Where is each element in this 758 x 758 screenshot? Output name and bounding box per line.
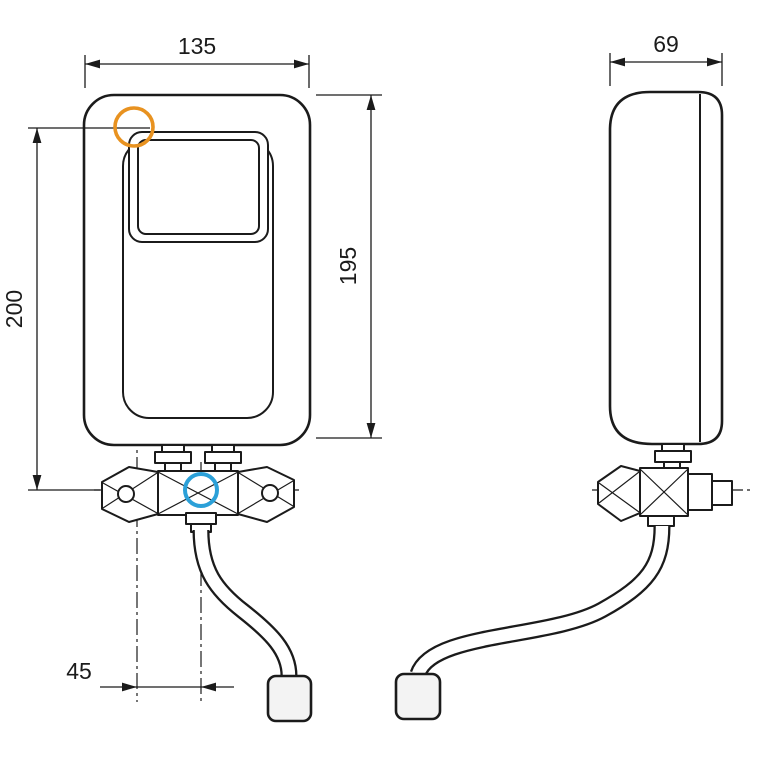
arrowhead-bottom — [366, 423, 376, 438]
dim-front-width: 135 — [84, 33, 310, 88]
dim-overall-height: 200 — [1, 127, 150, 491]
side-spout — [394, 525, 671, 721]
spout-aerator-cap — [394, 672, 442, 721]
spout-nut — [647, 515, 675, 527]
valve-wing-edge — [597, 465, 641, 522]
front-fittings — [154, 444, 242, 473]
spout-pipe-fill — [194, 529, 296, 677]
facet-line — [598, 471, 640, 504]
fitting-nut — [154, 451, 192, 464]
front-window-outer — [128, 131, 269, 243]
front-valve-bracket — [101, 466, 295, 533]
fitting-nut — [204, 451, 242, 464]
wall-connector-end — [711, 480, 733, 506]
dim-label-spout-offset: 45 — [66, 658, 92, 684]
side-fitting — [654, 443, 692, 471]
highlight-circle-orange — [113, 106, 155, 148]
highlight-circle-blue — [183, 472, 219, 508]
dim-side-depth: 69 — [609, 31, 723, 86]
front-spout — [192, 529, 313, 723]
spout-pipe-fill — [412, 525, 669, 677]
facet-line — [639, 468, 689, 516]
facet-line — [598, 482, 640, 513]
front-view — [82, 93, 313, 723]
arrowhead-right — [294, 59, 309, 69]
mount-hole-left — [117, 485, 135, 503]
facet-line — [157, 471, 239, 515]
arrowhead-bottom — [32, 475, 42, 490]
side-view — [394, 90, 733, 721]
dim-label-body-height: 195 — [335, 247, 361, 285]
arrowhead-left — [85, 59, 100, 69]
arrowhead-top — [366, 95, 376, 110]
arrowhead-right — [707, 57, 722, 67]
arrowhead-left — [610, 57, 625, 67]
side-body-outline — [608, 90, 724, 446]
fitting-collar — [211, 444, 235, 453]
fitting-nut — [654, 450, 692, 463]
spout-pipe-outline — [192, 529, 298, 677]
spout-nut — [185, 512, 217, 525]
dim-label-side-depth: 69 — [653, 31, 679, 57]
arrowhead-right-tip — [122, 682, 137, 692]
wall-connector — [687, 473, 713, 511]
arrowhead-left-tip — [201, 682, 216, 692]
dimensions: 135 69 200 195 — [1, 31, 723, 692]
side-valve — [597, 465, 733, 527]
dim-body-height: 195 — [316, 94, 382, 439]
fitting-collar — [161, 444, 185, 453]
highlights — [113, 106, 219, 508]
mount-hole-right — [261, 484, 279, 502]
dim-label-front-width: 135 — [178, 33, 216, 59]
dim-spout-offset: 45 — [66, 658, 234, 692]
arrowhead-top — [32, 128, 42, 143]
front-window-inner — [137, 139, 260, 235]
fitting-collar — [661, 443, 685, 452]
dim-label-overall-height: 200 — [1, 290, 27, 328]
spout-aerator-cap — [266, 674, 313, 723]
